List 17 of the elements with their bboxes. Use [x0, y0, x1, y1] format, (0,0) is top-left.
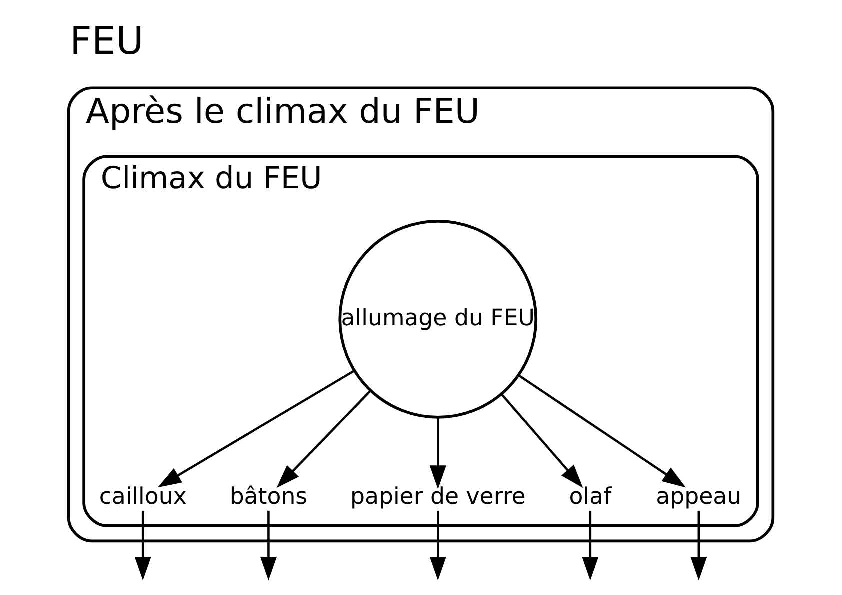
arrow — [260, 510, 277, 581]
arrow — [158, 370, 355, 488]
arrow — [430, 418, 446, 490]
arrow — [690, 510, 708, 581]
arrow — [134, 510, 152, 581]
arrow — [582, 510, 599, 581]
node-text: cailloux — [99, 484, 187, 510]
arrow — [276, 390, 372, 488]
node-text: bâtons — [230, 484, 308, 510]
node-circle: allumage du FEU — [338, 220, 538, 419]
node-text: papier de verre — [350, 484, 526, 510]
node-text: olaf — [569, 484, 612, 510]
arrow — [500, 394, 584, 488]
arrow — [518, 374, 686, 488]
arrow — [430, 510, 446, 581]
node-text: appeau — [656, 484, 742, 510]
diagram-title: FEU — [70, 18, 144, 63]
